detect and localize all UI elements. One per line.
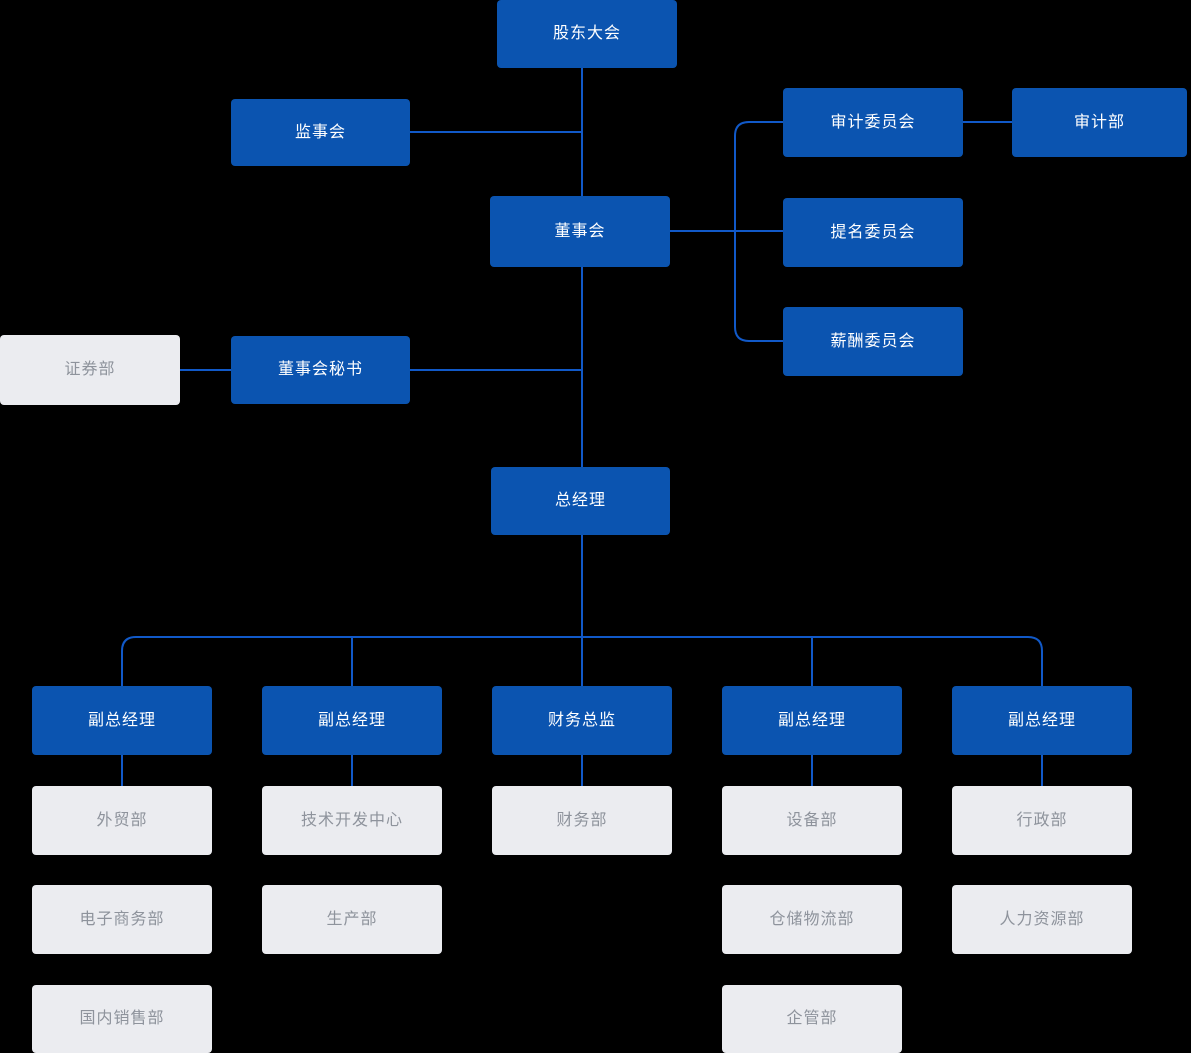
org-node-label-audit-committee: 审计委员会 <box>830 113 916 131</box>
org-node-production-dept[interactable]: 生产部 <box>262 885 442 954</box>
connector-gm-distribution-rail <box>121 636 1043 686</box>
org-node-finance-director[interactable]: 财务总监 <box>492 686 672 755</box>
org-node-securities-department[interactable]: 证券部 <box>0 335 180 405</box>
org-node-label-equipment-dept: 设备部 <box>786 811 838 829</box>
org-node-label-nomination-committee: 提名委员会 <box>830 223 916 241</box>
org-node-tech-rd-center[interactable]: 技术开发中心 <box>262 786 442 855</box>
org-node-hr-dept[interactable]: 人力资源部 <box>952 885 1132 954</box>
org-node-label-audit-department: 审计部 <box>1073 113 1125 131</box>
org-node-nomination-committee[interactable]: 提名委员会 <box>783 198 963 267</box>
org-node-ecommerce-dept[interactable]: 电子商务部 <box>32 885 212 954</box>
org-node-finance-dept[interactable]: 财务部 <box>492 786 672 855</box>
org-node-foreign-trade-dept[interactable]: 外贸部 <box>32 786 212 855</box>
org-node-remuneration-committee[interactable]: 薪酬委员会 <box>783 307 963 376</box>
org-node-label-production-dept: 生产部 <box>326 910 378 928</box>
org-node-label-hr-dept: 人力资源部 <box>999 910 1085 928</box>
org-node-label-foreign-trade-dept: 外贸部 <box>96 811 148 829</box>
org-node-label-remuneration-committee: 薪酬委员会 <box>830 332 916 350</box>
org-node-label-warehouse-logistics-dept: 仓储物流部 <box>769 910 855 928</box>
org-node-deputy-gm-2[interactable]: 副总经理 <box>262 686 442 755</box>
org-node-audit-committee[interactable]: 审计委员会 <box>783 88 963 157</box>
org-node-label-administration-dept: 行政部 <box>1016 811 1068 829</box>
org-node-label-board-of-directors: 董事会 <box>554 222 606 240</box>
connector-committee-trunk <box>734 121 783 342</box>
org-node-board-of-directors[interactable]: 董事会 <box>490 196 670 267</box>
org-node-shareholders-meeting[interactable]: 股东大会 <box>497 0 677 68</box>
org-node-label-deputy-gm-4: 副总经理 <box>1007 711 1076 729</box>
org-node-administration-dept[interactable]: 行政部 <box>952 786 1132 855</box>
org-node-supervisory-board[interactable]: 监事会 <box>231 99 410 166</box>
org-node-label-tech-rd-center: 技术开发中心 <box>300 811 403 829</box>
org-node-board-secretary[interactable]: 董事会秘书 <box>231 336 410 404</box>
org-node-label-board-secretary: 董事会秘书 <box>277 361 363 378</box>
org-node-warehouse-logistics-dept[interactable]: 仓储物流部 <box>722 885 902 954</box>
org-node-label-deputy-gm-2: 副总经理 <box>317 711 386 729</box>
org-node-label-finance-dept: 财务部 <box>556 811 608 829</box>
org-node-label-domestic-sales-dept: 国内销售部 <box>79 1010 165 1027</box>
org-node-label-ecommerce-dept: 电子商务部 <box>79 910 165 928</box>
org-node-label-securities-department: 证券部 <box>64 361 116 378</box>
org-node-audit-department[interactable]: 审计部 <box>1012 88 1187 157</box>
org-node-label-finance-director: 财务总监 <box>547 711 616 729</box>
org-node-label-deputy-gm-3: 副总经理 <box>777 711 846 729</box>
org-node-domestic-sales-dept[interactable]: 国内销售部 <box>32 985 212 1053</box>
org-node-label-shareholders-meeting: 股东大会 <box>552 25 621 42</box>
org-node-enterprise-mgmt-dept[interactable]: 企管部 <box>722 985 902 1053</box>
org-node-deputy-gm-1[interactable]: 副总经理 <box>32 686 212 755</box>
org-node-deputy-gm-3[interactable]: 副总经理 <box>722 686 902 755</box>
org-node-label-general-manager: 总经理 <box>554 492 606 509</box>
org-node-label-enterprise-mgmt-dept: 企管部 <box>786 1010 838 1027</box>
org-node-label-supervisory-board: 监事会 <box>294 123 346 141</box>
org-node-label-deputy-gm-1: 副总经理 <box>87 711 156 729</box>
org-node-equipment-dept[interactable]: 设备部 <box>722 786 902 855</box>
org-node-general-manager[interactable]: 总经理 <box>491 467 670 535</box>
org-node-deputy-gm-4[interactable]: 副总经理 <box>952 686 1132 755</box>
